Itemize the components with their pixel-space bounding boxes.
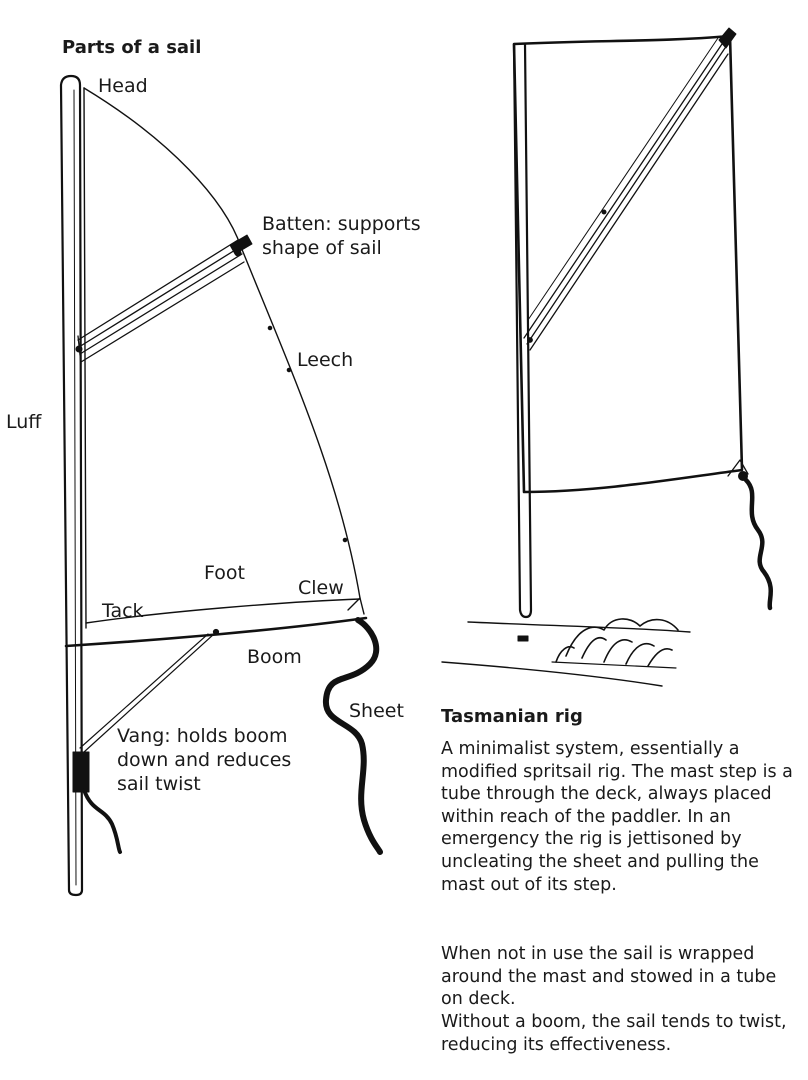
rig-sheet [743,477,773,611]
foot-edge [85,598,361,624]
batten-anchor [234,249,242,257]
tasmanian-rig-title: Tasmanian rig [441,706,583,727]
label-foot: Foot [204,562,245,584]
rig-sprit-dot [601,209,607,215]
rig-sprit-dot [527,337,533,343]
leech-stitch [286,367,292,373]
rig-mast [512,42,533,619]
label-tack: Tack [102,600,144,622]
rig-sprit-short [527,37,719,321]
leech-stitch [267,325,273,331]
tasmanian-rig-paragraph-3: Without a boom, the sail tends to twist,… [441,1012,787,1055]
batten-tip [229,234,253,255]
tasmanian-rig-paragraph-2: When not in use the sail is wrapped arou… [441,944,777,1010]
leech-stitch [342,537,348,543]
label-luff: Luff [6,411,42,433]
vang-line [79,633,215,753]
parts-of-sail-drawing [59,74,383,897]
batten-pocket [77,239,245,363]
batten-anchor [75,345,83,353]
clew-corner [347,597,365,615]
mast [59,74,84,897]
label-clew: Clew [298,577,344,599]
leech-edge [83,87,361,599]
boom-fitting [212,628,220,636]
label-sheet: Sheet [349,700,404,722]
sheet-line [323,617,383,855]
label-vang: Vang: holds boom down and reduces sail t… [117,725,292,795]
label-batten: Batten: supports shape of sail [262,213,421,259]
rig-sprit [523,43,729,351]
vang-cleat [72,751,90,793]
rig-stowed-sail-base [551,661,677,669]
luff-edge [83,87,87,629]
parts-of-sail-title: Parts of a sail [62,37,202,58]
label-leech: Leech [297,349,354,371]
tasmanian-rig-drawing [441,27,773,687]
boom [64,616,368,648]
rig-clew [727,459,749,477]
tasmanian-rig-paragraph-1: A minimalist system, essentially a modif… [441,739,793,895]
rig-sail [512,34,744,494]
label-head: Head [98,75,148,97]
vang-tail [82,788,122,854]
label-boom: Boom [247,646,302,668]
rig-stowed-sail [555,618,679,667]
rig-top-fitting [718,27,737,49]
rig-mast-step [517,635,529,642]
